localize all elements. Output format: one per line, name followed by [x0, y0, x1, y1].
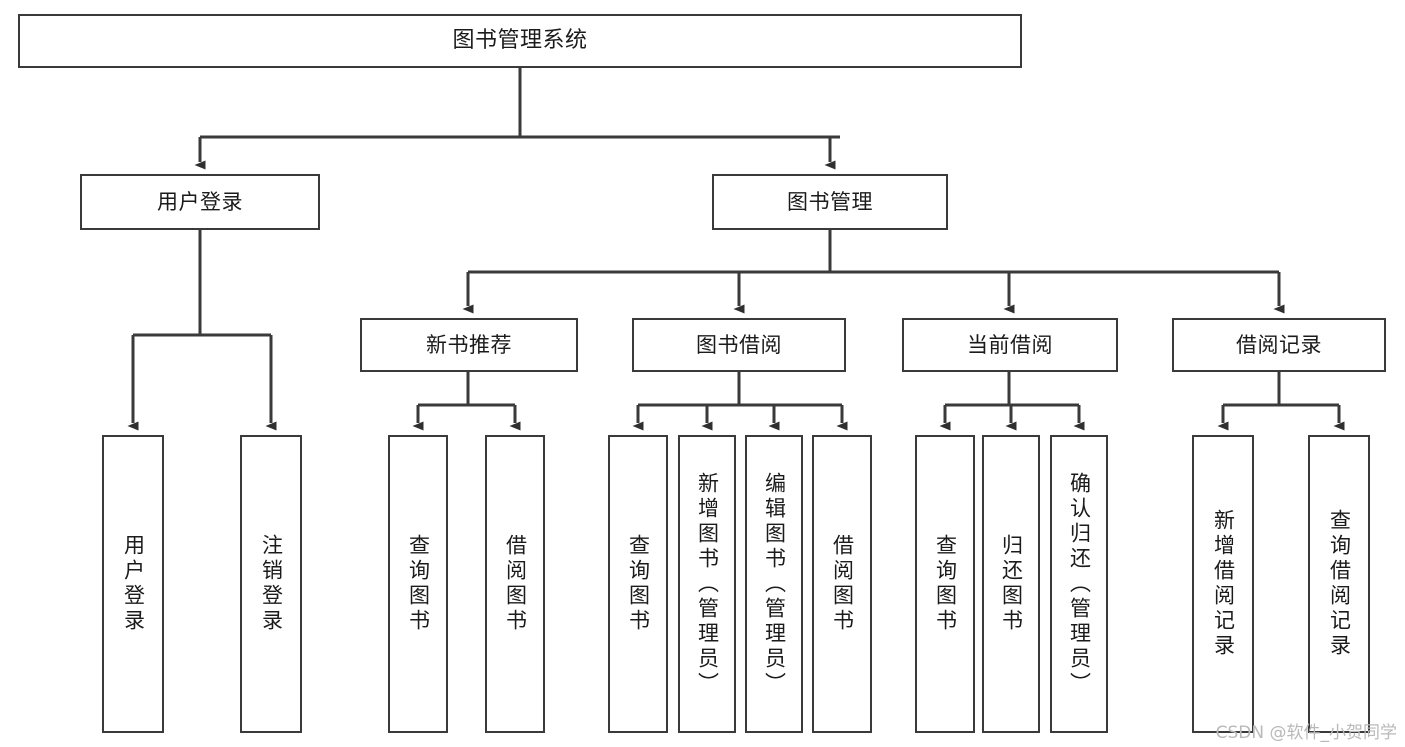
node-label: 图书借阅	[696, 332, 782, 357]
node-leaf-edit-book-admin[interactable]: 编辑图书（管理员）	[745, 435, 803, 733]
node-leaf-query-books-current[interactable]: 查询图书	[915, 435, 975, 733]
node-label: 注销登录	[259, 534, 284, 634]
node-root-book-management-system[interactable]: 图书管理系统	[18, 14, 1022, 68]
node-leaf-add-borrow-record[interactable]: 新增借阅记录	[1192, 435, 1254, 733]
node-label: 确认归还（管理员）	[1067, 471, 1092, 697]
node-label: 用户登录	[121, 534, 146, 634]
csdn-watermark: CSDN @软件_小贺同学	[1215, 723, 1397, 743]
node-leaf-add-book-admin[interactable]: 新增图书（管理员）	[678, 435, 736, 733]
node-label: 用户登录	[157, 189, 243, 214]
node-label: 查询图书	[626, 534, 651, 634]
node-label: 图书管理	[787, 189, 873, 214]
node-leaf-return-book[interactable]: 归还图书	[982, 435, 1040, 733]
node-label: 查询借阅记录	[1327, 509, 1352, 659]
node-label: 借阅图书	[503, 534, 528, 634]
node-label: 新增借阅记录	[1211, 509, 1236, 659]
node-leaf-query-books-new[interactable]: 查询图书	[388, 435, 448, 733]
node-current-borrow[interactable]: 当前借阅	[902, 318, 1118, 372]
node-leaf-query-borrow-record[interactable]: 查询借阅记录	[1308, 435, 1370, 733]
node-user-login[interactable]: 用户登录	[80, 174, 320, 230]
node-book-management[interactable]: 图书管理	[712, 174, 948, 230]
node-leaf-borrow-books-new[interactable]: 借阅图书	[485, 435, 545, 733]
node-label: 查询图书	[933, 534, 958, 634]
node-borrow-records[interactable]: 借阅记录	[1172, 318, 1386, 372]
node-label: 归还图书	[999, 534, 1024, 634]
node-label: 当前借阅	[967, 332, 1053, 357]
node-label: 借阅图书	[830, 534, 855, 634]
node-leaf-query-books[interactable]: 查询图书	[608, 435, 668, 733]
node-label: 新增图书（管理员）	[695, 471, 720, 697]
node-label: 借阅记录	[1236, 332, 1322, 357]
node-leaf-user-logout[interactable]: 注销登录	[240, 435, 302, 733]
node-leaf-borrow-book[interactable]: 借阅图书	[812, 435, 872, 733]
node-leaf-user-login[interactable]: 用户登录	[102, 435, 164, 733]
node-leaf-confirm-return-admin[interactable]: 确认归还（管理员）	[1050, 435, 1108, 733]
node-new-book-recommend[interactable]: 新书推荐	[360, 318, 578, 372]
node-label: 新书推荐	[426, 332, 512, 357]
node-book-borrow[interactable]: 图书借阅	[632, 318, 846, 372]
node-label: 查询图书	[406, 534, 431, 634]
node-label: 图书管理系统	[452, 28, 588, 54]
node-label: 编辑图书（管理员）	[762, 471, 787, 697]
